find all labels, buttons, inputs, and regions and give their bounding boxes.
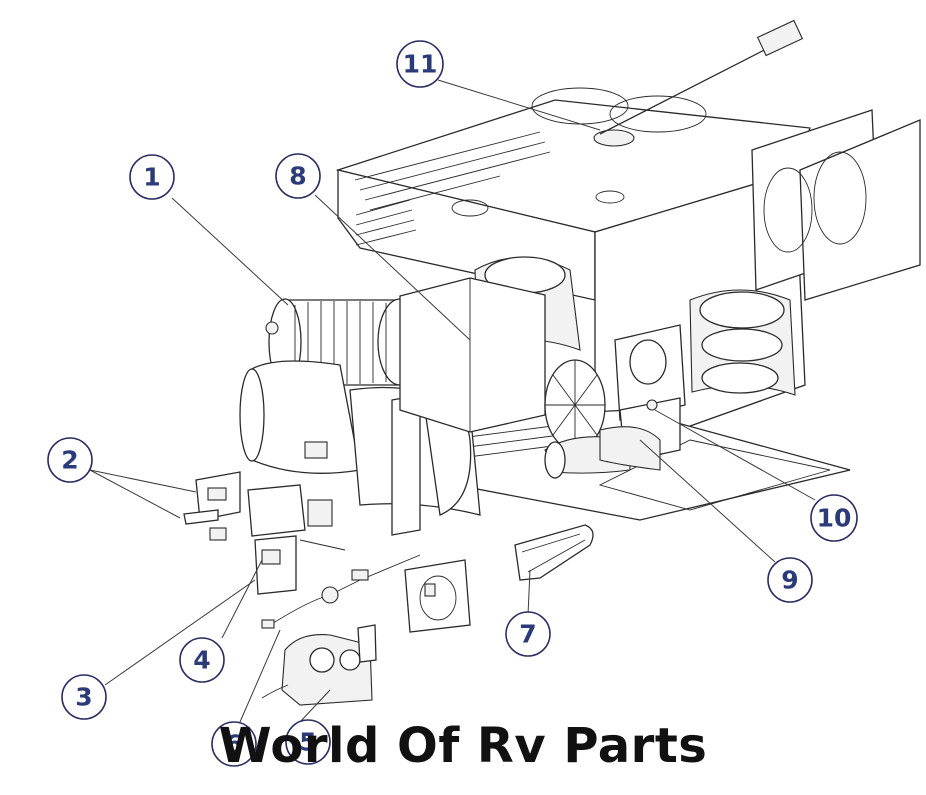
watermark-text: World Of Rv Parts [218, 718, 708, 774]
callout-8: 8 [275, 153, 321, 199]
callout-11: 11 [396, 40, 444, 88]
callout-11-label: 11 [403, 50, 438, 79]
callout-9: 9 [767, 557, 813, 603]
callout-3: 3 [61, 674, 107, 720]
rear-door-frames [751, 109, 921, 301]
callout-5: 5 [285, 719, 331, 765]
callout-7: 7 [505, 611, 551, 657]
callout-7-label: 7 [519, 620, 536, 649]
callout-6-label: 6 [225, 730, 242, 759]
callout-10: 10 [810, 494, 858, 542]
callout-2: 2 [47, 437, 93, 483]
callout-4-label: 4 [193, 646, 210, 675]
callout-4: 4 [179, 637, 225, 683]
callout-6: 6 [211, 721, 257, 767]
callout-3-label: 3 [75, 683, 92, 712]
gas-valve [261, 624, 377, 706]
access-panel [599, 324, 686, 471]
callout-10-label: 10 [817, 504, 852, 533]
callout-1-label: 1 [143, 163, 160, 192]
igniter-rod [599, 19, 804, 135]
callout-2-label: 2 [61, 446, 78, 475]
sensor-probe [261, 554, 421, 629]
callout-1: 1 [129, 154, 175, 200]
callout-8-label: 8 [289, 162, 306, 191]
limit-switch-parts [183, 471, 241, 541]
igniter-plate [404, 559, 471, 633]
callout-9-label: 9 [781, 566, 798, 595]
duct-adapter [514, 524, 594, 581]
combustion-blower [399, 277, 631, 479]
callout-5-label: 5 [299, 728, 316, 757]
leader-lines [89, 79, 816, 723]
control-board [247, 484, 346, 595]
